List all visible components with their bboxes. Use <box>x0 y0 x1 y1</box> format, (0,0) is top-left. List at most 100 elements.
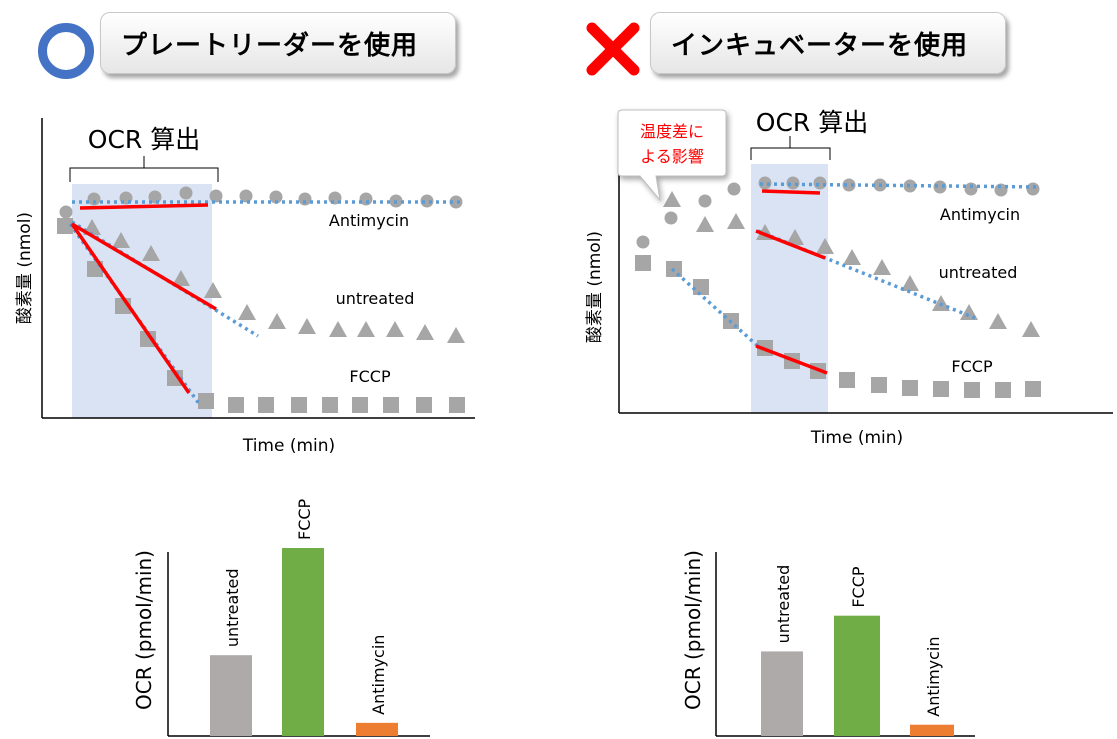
left-fccp-point <box>140 331 156 347</box>
bar-chart-1-label-fccp: FCCP <box>849 566 868 608</box>
right-untreated-point <box>960 304 978 320</box>
right-fccp-point <box>933 381 949 397</box>
left-untreated-point <box>238 304 256 320</box>
right-untreated-point <box>786 229 804 245</box>
left-y-label: 酸素量 (nmol) <box>15 212 35 324</box>
right-y-label: 酸素量 (nmol) <box>585 231 605 343</box>
left-untreated-point <box>298 318 316 334</box>
bar-chart-1-label-untreated: untreated <box>774 565 793 644</box>
left-fccp-point <box>449 397 465 413</box>
left-fccp-point <box>57 218 73 234</box>
left-antimycin-point <box>269 190 283 204</box>
bar-chart-0-bar-antimycin <box>356 722 398 736</box>
right-fccp-point <box>635 255 651 271</box>
right-untreated-point <box>696 216 714 232</box>
right-untreated-point <box>901 275 919 291</box>
right-antimycin-point <box>727 182 741 196</box>
right-fccp-point <box>693 279 709 295</box>
left-untreated-point <box>112 232 130 248</box>
right-fccp-fit <box>670 267 762 350</box>
left-antimycin-point <box>298 192 312 206</box>
cross-wrong-icon <box>586 22 640 76</box>
right-fccp-point <box>871 377 887 393</box>
left-label-untreated: untreated <box>336 289 415 308</box>
right-label-antimycin: Antimycin <box>940 205 1020 224</box>
right-label-untreated: untreated <box>939 263 1018 282</box>
left-fccp-red-fit <box>70 223 191 394</box>
left-untreated-point <box>172 270 190 286</box>
right-untreated-point <box>873 259 891 275</box>
right-bracket-label: OCR 算出 <box>756 108 868 137</box>
callout-bubble <box>617 109 727 202</box>
bar-chart-0-bar-fccp <box>282 548 324 736</box>
bar-chart-0-label-antimycin: Antimycin <box>369 635 388 715</box>
right-antimycin-point <box>698 194 712 208</box>
left-untreated-point <box>447 327 465 343</box>
left-time-plot: 酸素量 (nmol) Time (min) OCR 算出 Antimycin u… <box>15 118 475 456</box>
left-antimycin-point <box>239 189 253 203</box>
left-antimycin-point <box>420 194 434 208</box>
left-bar-y-label: OCR (pmol/min) <box>132 550 156 710</box>
left-label-antimycin: Antimycin <box>329 211 409 230</box>
right-antimycin-point <box>664 211 678 225</box>
left-untreated-red-fit <box>71 222 217 311</box>
right-x-label: Time (min) <box>810 428 903 448</box>
left-untreated-point <box>204 282 222 298</box>
right-untreated-point <box>843 249 861 265</box>
right-fccp-red-fit <box>755 344 828 375</box>
left-measurement-window <box>72 184 212 418</box>
left-untreated-point <box>268 313 286 329</box>
bar-chart-1-label-antimycin: Antimycin <box>924 636 943 716</box>
circle-correct-icon <box>38 23 94 79</box>
left-header-label: プレートリーダーを使用 <box>121 30 419 61</box>
right-fccp-point <box>902 380 918 396</box>
right-antimycin-point <box>758 176 772 190</box>
left-bracket-label: OCR 算出 <box>88 125 200 154</box>
left-antimycin-point <box>59 205 73 219</box>
right-untreated-point <box>989 313 1007 329</box>
left-fccp-point <box>291 397 307 413</box>
right-fccp-point <box>964 382 980 398</box>
right-bar-y-label: OCR (pmol/min) <box>681 550 705 710</box>
bar-chart-1-bar-untreated <box>761 651 803 736</box>
right-antimycin-point <box>994 183 1008 197</box>
right-untreated-point <box>816 238 834 254</box>
left-untreated-point <box>386 321 404 337</box>
left-antimycin-point <box>87 192 101 206</box>
left-untreated-point <box>357 321 375 337</box>
right-antimycin-fit <box>759 182 1041 189</box>
left-untreated-point <box>142 245 160 261</box>
left-untreated-point <box>83 219 101 235</box>
right-antimycin-red-fit <box>761 189 821 195</box>
right-antimycin-point <box>786 176 800 190</box>
right-bracket <box>750 136 831 160</box>
left-fccp-point <box>258 397 274 413</box>
right-untreated-red-fit <box>755 229 826 260</box>
left-fccp-point <box>352 397 368 413</box>
left-antimycin-point <box>179 186 193 200</box>
left-untreated-point <box>329 321 347 337</box>
right-antimycin-point <box>842 178 856 192</box>
left-fccp-point <box>383 397 399 413</box>
right-time-plot: 酸素量 (nmol) Time (min) OCR 算出 Antimycin u… <box>585 108 1113 448</box>
right-fccp-point <box>995 382 1011 398</box>
left-fccp-point <box>322 397 338 413</box>
bar-chart-0-bar-untreated <box>210 655 252 736</box>
right-antimycin-point <box>903 179 917 193</box>
left-fccp-point <box>167 370 183 386</box>
left-fccp-point <box>228 397 244 413</box>
left-antimycin-red-fit <box>79 203 209 210</box>
right-header-label: インキュベーターを使用 <box>671 30 969 61</box>
right-untreated-point <box>1022 321 1040 337</box>
right-antimycin-point <box>933 180 947 194</box>
right-bar-chart: OCR (pmol/min) <box>681 550 975 737</box>
left-untreated-point <box>416 324 434 340</box>
left-fccp-point <box>198 393 214 409</box>
left-fccp-point <box>416 397 432 413</box>
right-untreated-point <box>727 213 745 229</box>
right-header: インキュベーターを使用 <box>650 12 1006 74</box>
left-antimycin-point <box>359 192 373 206</box>
left-header: プレートリーダーを使用 <box>100 12 456 74</box>
right-untreated-point <box>663 191 681 207</box>
